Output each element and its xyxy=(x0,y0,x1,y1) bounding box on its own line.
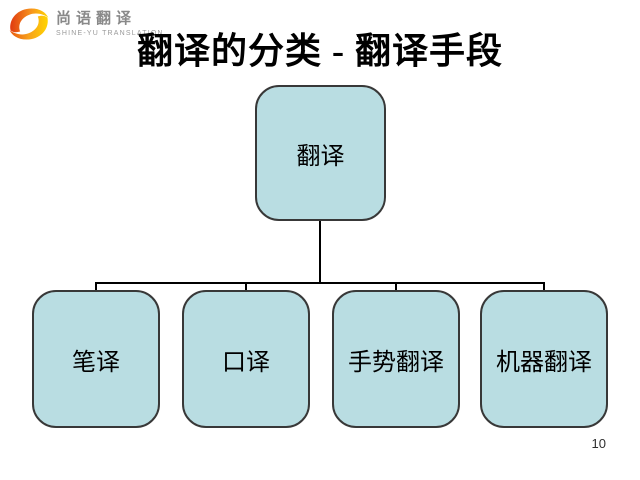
tree-node-label: 手势翻译 xyxy=(348,349,444,376)
tree-node-interpretation: 口译 xyxy=(182,290,310,428)
logo-company-name: 尚语翻译 xyxy=(56,10,137,27)
tree-node-machine-translation: 机器翻译 xyxy=(480,290,608,428)
logo-text: 尚语翻译 SHINE-YU TRANSLATION xyxy=(56,10,164,37)
tree-node-label: 机器翻译 xyxy=(496,349,592,376)
connector-stub-3 xyxy=(395,282,397,291)
tree-node-written-translation: 笔译 xyxy=(32,290,160,428)
tree-node-label: 笔译 xyxy=(72,349,120,376)
connector-root-vertical xyxy=(319,221,321,283)
logo-company-subtitle: SHINE-YU TRANSLATION xyxy=(56,29,164,37)
tree-node-label: 口译 xyxy=(222,349,270,376)
slide-title: 翻译的分类 - 翻译手段 xyxy=(137,31,503,71)
swirl-logo-icon xyxy=(9,8,49,40)
page-number: 10 xyxy=(591,436,606,451)
connector-stub-1 xyxy=(95,282,97,291)
connector-stub-4 xyxy=(543,282,545,291)
tree-node-root-label: 翻译 xyxy=(296,143,345,170)
company-logo: 尚语翻译 SHINE-YU TRANSLATION xyxy=(8,5,164,43)
connector-horizontal-bar xyxy=(95,282,545,284)
tree-node-sign-translation: 手势翻译 xyxy=(332,290,460,428)
tree-node-root: 翻译 xyxy=(255,85,386,221)
connector-stub-2 xyxy=(245,282,247,291)
